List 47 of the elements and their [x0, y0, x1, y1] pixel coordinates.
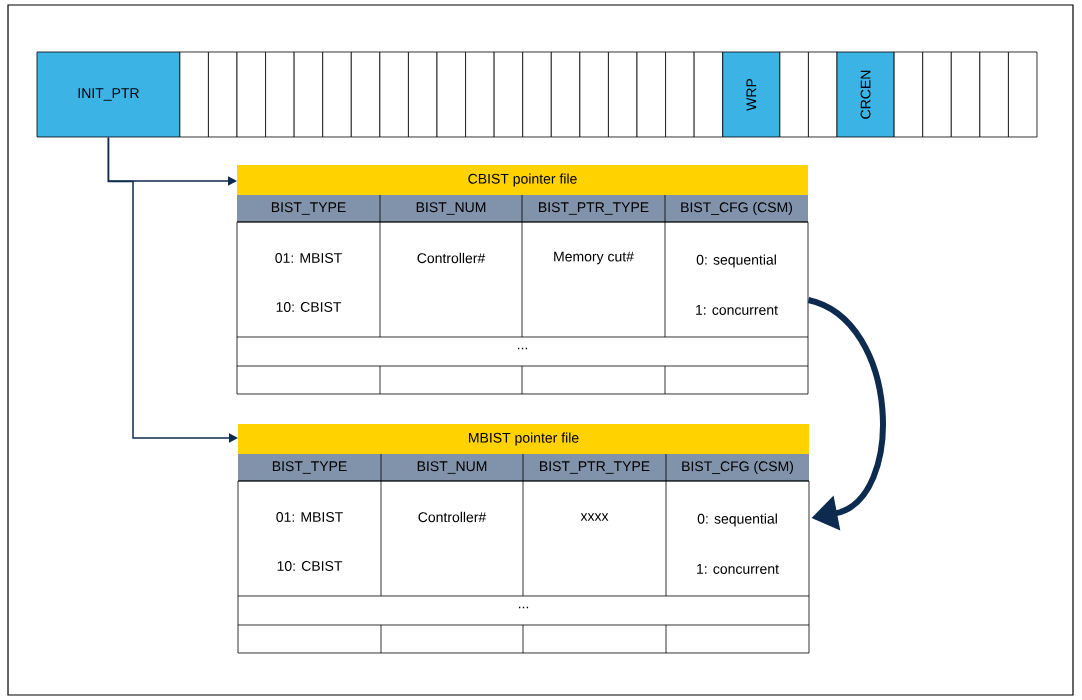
register-field	[808, 51, 838, 138]
register-field	[436, 51, 466, 138]
register-field	[579, 51, 609, 138]
register-field	[408, 51, 438, 138]
node-label: MBIST pointer file	[469, 432, 579, 446]
register-field	[265, 51, 295, 138]
table-cell: 01: MBIST	[275, 253, 342, 263]
register-field	[493, 51, 524, 138]
register-field	[608, 51, 638, 138]
table-cell: 10: CBIST	[276, 302, 342, 312]
node-label: CBIST pointer file	[468, 173, 577, 187]
register-field	[950, 51, 981, 138]
register-field	[1008, 51, 1038, 138]
register-field: WRP	[722, 51, 781, 138]
register-field	[208, 51, 238, 138]
register-field	[465, 51, 495, 138]
register-field	[922, 51, 952, 138]
table-cell: Controller#	[417, 252, 486, 264]
register-field	[350, 51, 381, 138]
register-field	[522, 51, 552, 138]
table-cell: Memory cut#	[554, 251, 634, 265]
table-cell: 1: concurrent	[697, 564, 779, 574]
table-cell: 0: sequential	[697, 513, 777, 527]
table-cell: 10: CBIST	[277, 561, 343, 571]
register-field	[322, 51, 352, 138]
table-cell: ...	[517, 347, 528, 350]
table-cell: xxxx	[580, 513, 609, 521]
register-field	[636, 51, 666, 138]
register-field	[893, 51, 924, 138]
table-cell: Controller#	[418, 511, 487, 523]
register-field	[293, 51, 324, 138]
curved-arrow	[807, 297, 886, 531]
register-field	[550, 51, 581, 138]
register-field	[693, 51, 724, 138]
register-field	[179, 51, 209, 138]
register-field: CRCEN	[836, 51, 895, 138]
table-cell: ...	[518, 606, 529, 609]
table-cell: 01: MBIST	[276, 512, 343, 522]
table-cell: 1: concurrent	[696, 305, 778, 315]
register-field	[979, 51, 1009, 138]
register-field	[665, 51, 695, 138]
register-field: INIT_PTR	[36, 51, 181, 138]
table-cell: 0: sequential	[696, 254, 776, 268]
register-field	[779, 51, 809, 138]
register-field	[379, 51, 409, 138]
connector-arrow	[107, 136, 238, 443]
register-field	[236, 51, 266, 138]
